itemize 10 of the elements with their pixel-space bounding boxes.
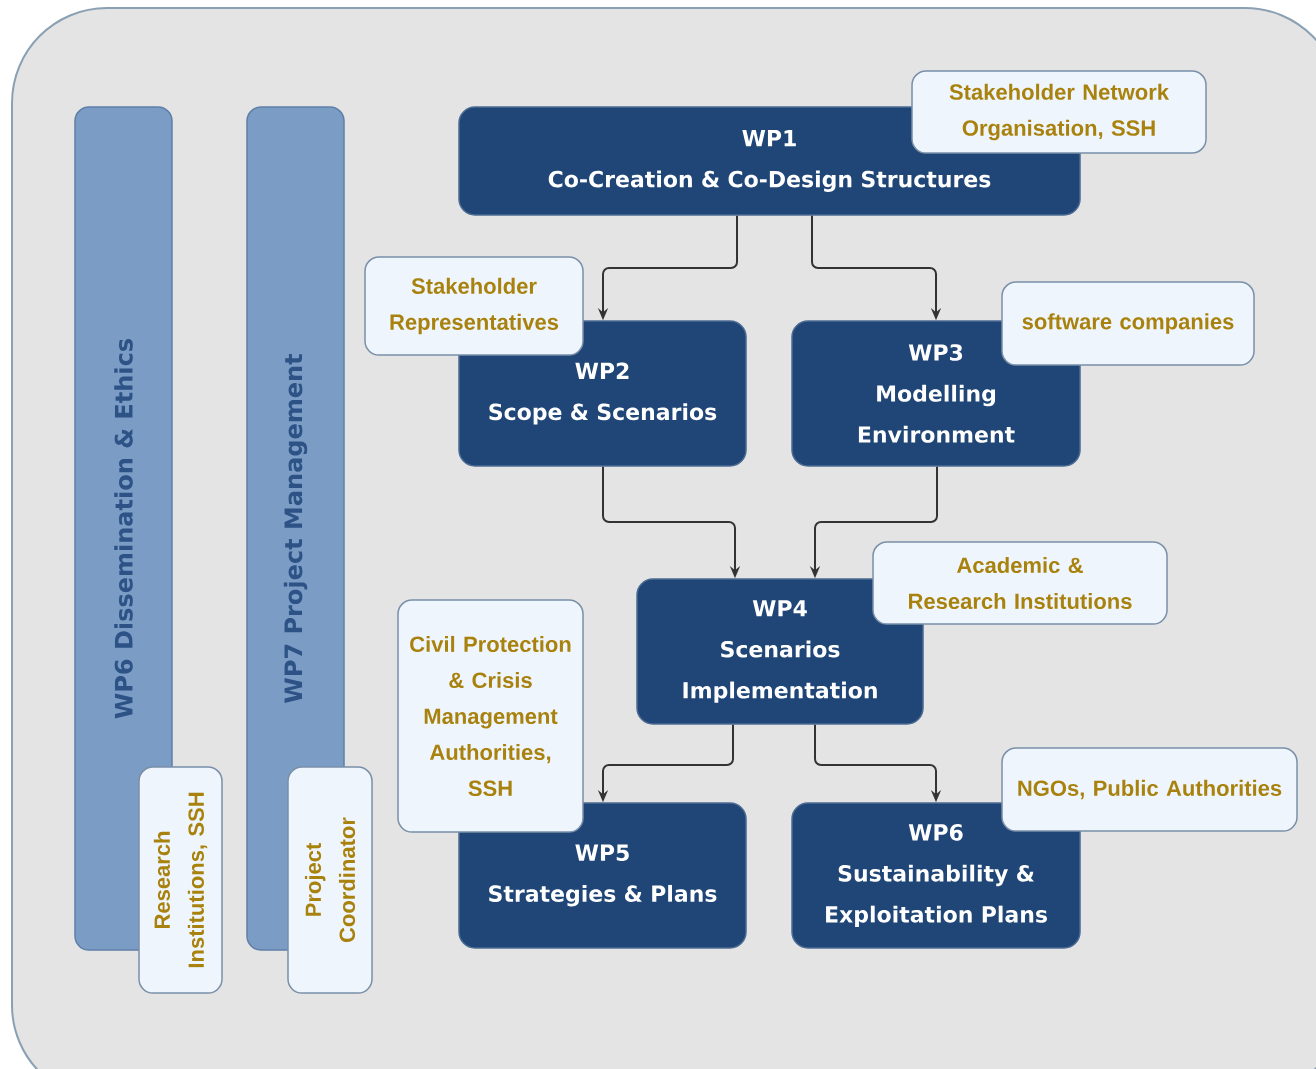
- role-callout: Research Institutions, SSH: [138, 766, 223, 994]
- role-callout: Stakeholder Network Organisation, SSH: [911, 70, 1207, 154]
- role-callout: software companies: [1001, 281, 1255, 366]
- role-callout: Stakeholder Representatives: [364, 256, 584, 356]
- work-package-box: WP5 Strategies & Plans: [458, 802, 747, 949]
- role-callout: Academic & Research Institutions: [872, 541, 1168, 625]
- role-callout: NGOs, Public Authorities: [1001, 747, 1298, 832]
- role-callout: Project Coordinator: [287, 766, 373, 994]
- work-package-box: WP6 Sustainability & Exploitation Plans: [791, 802, 1081, 949]
- role-callout: Civil Protection & Crisis Management Authorities, SSH: [397, 599, 584, 833]
